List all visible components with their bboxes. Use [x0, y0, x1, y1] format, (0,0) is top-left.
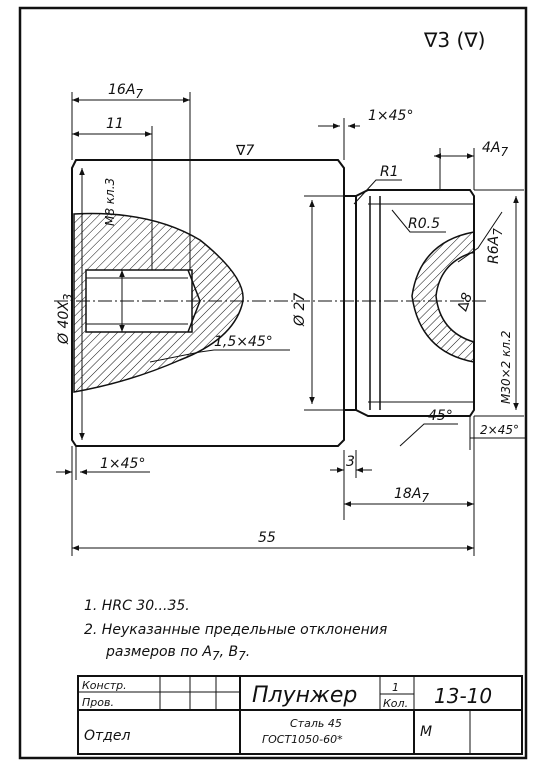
dim-16a7: 16A7 [108, 82, 143, 101]
part-name: Плунжер [252, 683, 357, 708]
material-line-1: Сталь 45 [290, 717, 342, 730]
dim-delta-8: ∆8 [454, 291, 476, 315]
quantity-label: Кол. [383, 697, 408, 710]
dim-55: 55 [258, 530, 276, 546]
dim-11: 11 [106, 116, 124, 132]
dimension-lines [56, 92, 526, 556]
sheet-border [18, 6, 528, 760]
note-2-line-2: размеров по A7, B7. [105, 644, 250, 663]
material-line-2: ГОСТ1050-60* [262, 733, 343, 746]
dim-roughness-7: ∇7 [235, 143, 254, 159]
note-2-line-1: 2. Неуказанные предельные отклонения [84, 622, 387, 638]
drawing-number: 13-10 [434, 684, 492, 708]
dim-chamfer-right: 2×45° [480, 423, 519, 437]
dim-r05: R0.5 [408, 216, 440, 232]
dim-chamfer-bottom: 1×45° [100, 456, 145, 472]
surface-finish-note: ∇3 (∇) [423, 28, 485, 52]
dim-dia-40: Ø 40X3 [56, 293, 75, 345]
title-prov: Пров. [82, 696, 114, 709]
dim-3: 3 [346, 454, 355, 470]
dim-chamfer-top: 1×45° [368, 108, 413, 124]
quantity-value: 1 [392, 681, 399, 694]
dim-45-deg: 45° [428, 408, 453, 424]
dim-r1: R1 [380, 164, 399, 180]
title-otdel: Отдел [84, 728, 130, 744]
dim-dia-27: Ø 27 [292, 293, 308, 327]
title-block [77, 675, 523, 755]
dim-18a7: 18A7 [394, 486, 429, 505]
dim-m30: M30×2 кл.2 [499, 331, 513, 405]
note-1: 1. HRC 30...35. [84, 598, 190, 614]
title-konstr: Констр. [82, 679, 127, 692]
dim-m8: M8 кл.3 [103, 178, 117, 226]
dim-chamfer-mid: 1,5×45° [214, 334, 273, 350]
dim-4a7: 4A7 [482, 140, 508, 159]
dim-r6a7: R6A7 [486, 228, 505, 264]
scale-label: М [420, 724, 432, 740]
